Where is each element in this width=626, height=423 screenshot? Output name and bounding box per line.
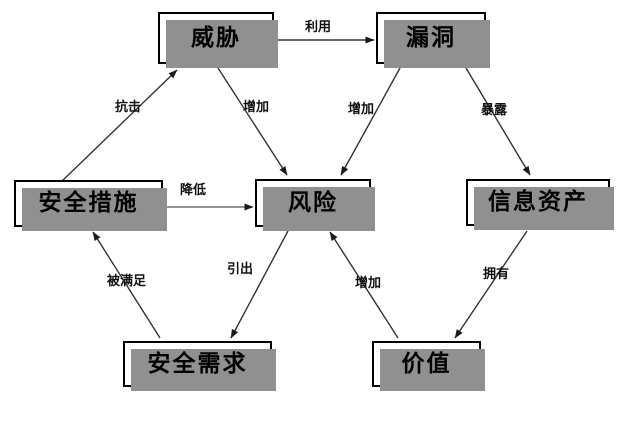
edge-line-value-increases-risk <box>329 231 399 339</box>
node-label-value: 价值 <box>401 350 452 377</box>
node-information-asset[interactable]: 信息资产 <box>466 179 614 230</box>
edge-line-asset-owns-value <box>454 230 528 339</box>
edge-label-control-counters-threat: 抗击 <box>115 100 142 115</box>
node-vulnerability[interactable]: 漏洞 <box>376 12 490 68</box>
edge-label-value-increases-risk: 增加 <box>355 276 382 291</box>
edge-line-vuln-increases-risk <box>340 67 401 176</box>
edge-label-threat-exploits-vuln: 利用 <box>305 20 332 35</box>
node-security-control[interactable]: 安全措施 <box>14 180 167 231</box>
edge-line-threat-increases-risk <box>217 67 288 176</box>
edge-line-vuln-exposes-asset <box>465 67 531 176</box>
edge-label-threat-increases-risk: 增加 <box>243 100 270 115</box>
edge-line-requirement-satisfies-control <box>92 231 161 339</box>
node-label-threat: 威胁 <box>191 24 241 51</box>
edge-label-asset-owns-value: 拥有 <box>483 267 510 282</box>
edge-label-risk-derives-requirement: 引出 <box>227 262 254 277</box>
edge-label-control-reduces-risk: 降低 <box>180 183 207 198</box>
node-label-vulnerability: 漏洞 <box>406 24 456 51</box>
node-label-security-requirement: 安全需求 <box>147 350 248 377</box>
edge-label-vuln-exposes-asset: 暴露 <box>481 103 508 118</box>
node-label-information-asset: 信息资产 <box>488 189 588 215</box>
node-value[interactable]: 价值 <box>372 341 485 391</box>
node-risk[interactable]: 风险 <box>255 179 375 231</box>
edge-label-vuln-increases-risk: 增加 <box>348 102 375 117</box>
node-label-risk: 风险 <box>288 189 338 216</box>
edge-label-requirement-satisfies-control: 被满足 <box>107 274 147 289</box>
edge-line-risk-derives-requirement <box>230 230 289 339</box>
node-label-security-control: 安全措施 <box>38 190 139 216</box>
edge-line-control-counters-threat <box>59 69 178 184</box>
node-threat[interactable]: 威胁 <box>158 12 278 68</box>
node-security-requirement[interactable]: 安全需求 <box>123 341 276 391</box>
